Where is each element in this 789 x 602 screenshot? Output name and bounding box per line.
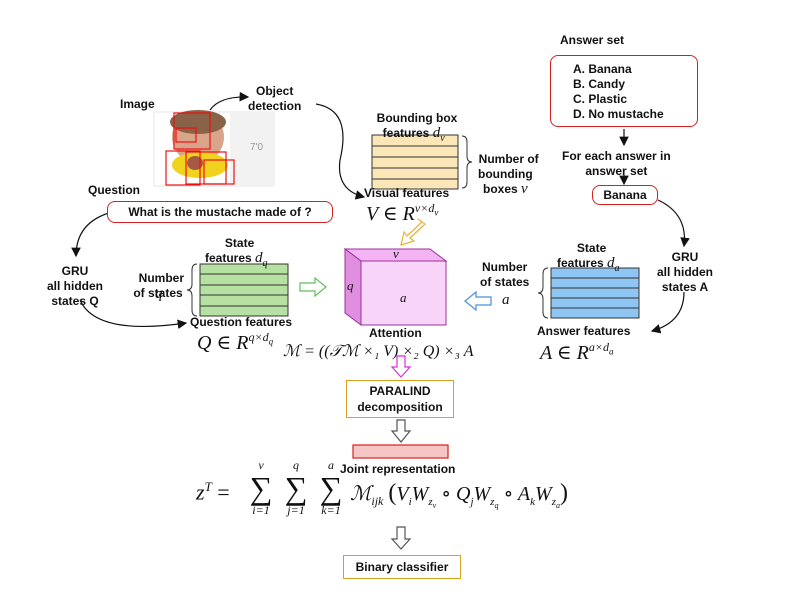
for-each-answer-label: For each answer in answer set bbox=[562, 149, 671, 178]
question-text: What is the mustache made of ? bbox=[128, 205, 312, 219]
object-detection-label: Object detection bbox=[248, 84, 302, 113]
answer-option: C. Plastic bbox=[573, 92, 628, 106]
question-label: Question bbox=[88, 183, 141, 197]
attention-label: Attention bbox=[369, 326, 422, 340]
num-states-a-sym: a bbox=[502, 292, 510, 308]
num-states-q-label: Number of states bbox=[133, 271, 185, 300]
answer-option: D. No mustache bbox=[573, 107, 664, 121]
attention-eq: ℳ = ((𝒯ℳ ×₁ V) ×₂ Q) ×₃ A bbox=[283, 343, 474, 360]
visual-features-eq: V ∈ Rv×dv bbox=[366, 201, 439, 225]
hollow-arrows bbox=[299, 218, 492, 550]
num-bbox-label: Number of bounding boxes v bbox=[478, 152, 539, 197]
joint-representation-bar bbox=[352, 444, 449, 459]
input-photo bbox=[153, 110, 275, 187]
answer-set-box: A. Banana B. Candy C. Plastic D. No must… bbox=[550, 55, 698, 127]
question-box: What is the mustache made of ? bbox=[107, 201, 333, 223]
photo-watermark: 7'0 bbox=[250, 142, 264, 153]
visual-features-label: Visual features bbox=[364, 186, 450, 200]
answer-features-eq: A ∈ Ra×da bbox=[540, 340, 614, 364]
num-states-a-label: Number of states bbox=[480, 260, 530, 289]
answer-features-label: Answer features bbox=[537, 324, 631, 338]
cube-front-sym: a bbox=[400, 290, 407, 305]
gru-q-label: GRU all hidden states Q bbox=[47, 264, 104, 308]
answer-features-matrix bbox=[537, 267, 640, 319]
state-features-q-label: State features dq bbox=[205, 236, 268, 269]
attention-cube bbox=[343, 248, 448, 326]
question-features-matrix bbox=[186, 263, 289, 317]
binary-classifier-label: Binary classifier bbox=[355, 560, 449, 574]
answer-option: B. Candy bbox=[573, 77, 626, 91]
selected-answer-box: Banana bbox=[592, 185, 658, 205]
flow-arrows bbox=[71, 91, 690, 334]
sum-j: q ∑ j=1 bbox=[284, 458, 308, 517]
bbox-features-label: Bounding box features dv bbox=[376, 111, 458, 144]
answer-set-title: Answer set bbox=[560, 33, 625, 47]
gru-a-label: GRU all hidden states A bbox=[657, 250, 714, 294]
sum-k: a ∑ k=1 bbox=[319, 458, 343, 517]
sum-i: v ∑ i=1 bbox=[249, 458, 273, 517]
visual-features-matrix bbox=[371, 134, 473, 190]
state-features-a-label: State features da bbox=[557, 241, 620, 274]
answer-option: A. Banana bbox=[573, 62, 632, 76]
num-states-q-sym: q bbox=[155, 286, 163, 302]
paralind-label: PARALIND decomposition bbox=[357, 384, 443, 414]
binary-classifier-box: Binary classifier bbox=[343, 555, 461, 579]
question-features-label: Question features bbox=[190, 315, 293, 329]
selected-answer-text: Banana bbox=[603, 188, 647, 202]
paralind-box: PARALIND decomposition bbox=[346, 380, 454, 418]
joint-eq-body: ℳijk (ViWzv ∘ QjWzq ∘ AkWza) bbox=[350, 480, 568, 511]
image-label: Image bbox=[120, 97, 155, 111]
question-features-eq: Q ∈ Rq×dq bbox=[197, 330, 274, 354]
cube-top-sym: v bbox=[393, 246, 399, 261]
cube-left-sym: q bbox=[347, 278, 354, 293]
joint-eq-lhs: zT = bbox=[196, 479, 230, 505]
joint-representation-label: Joint representation bbox=[340, 462, 456, 476]
